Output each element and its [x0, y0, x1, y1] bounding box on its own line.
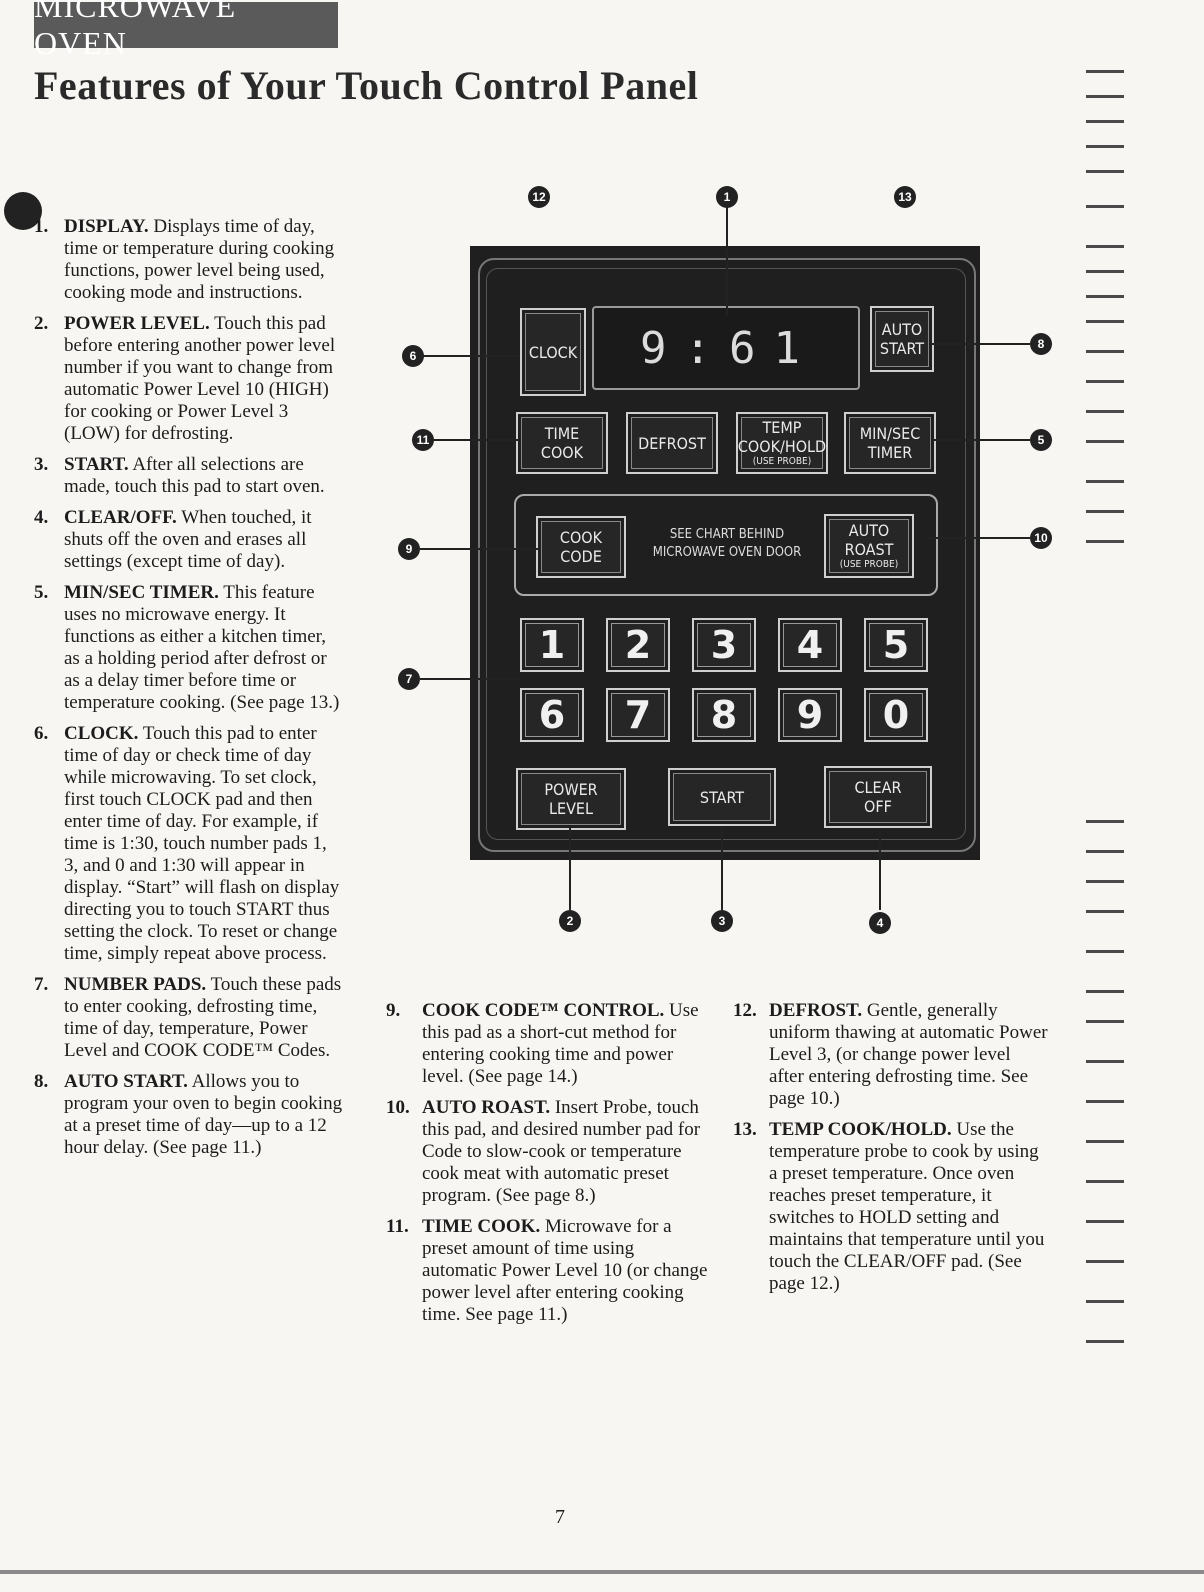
number-key-7: 7 — [606, 688, 670, 742]
display-window: 9:61 — [592, 306, 860, 390]
callout-12: 12 — [528, 186, 550, 208]
feature-item: 10.AUTO ROAST. Insert Probe, touch this … — [386, 1097, 701, 1206]
callout-6: 6 — [402, 345, 424, 367]
callout-2: 2 — [559, 910, 581, 932]
callout-3: 3 — [711, 910, 733, 932]
callout-11: 11 — [412, 429, 434, 451]
callout-4: 4 — [869, 912, 891, 934]
callout-7: 7 — [398, 668, 420, 690]
feature-item: 3.START. After all selections are made, … — [34, 454, 325, 497]
feature-item: 9.COOK CODE™ CONTROL. Use this pad as a … — [386, 1000, 699, 1087]
number-key-6: 6 — [520, 688, 584, 742]
callout-10: 10 — [1030, 527, 1052, 549]
feature-list-left: 1.DISPLAY. Displays time of day, time or… — [34, 216, 344, 1168]
feature-item: 4.CLEAR/OFF. When touched, it shuts off … — [34, 507, 312, 572]
feature-item: 5.MIN/SEC TIMER. This feature uses no mi… — [34, 582, 340, 713]
callout-8: 8 — [1030, 333, 1052, 355]
callout-13: 13 — [894, 186, 916, 208]
feature-list-right: 12.DEFROST. Gentle, generally uniform th… — [733, 1000, 1049, 1304]
feature-item: 7.NUMBER PADS. Touch these pads to enter… — [34, 974, 342, 1061]
feature-item: 6.CLOCK. Touch this pad to enter time of… — [34, 723, 340, 964]
number-key-0: 0 — [864, 688, 928, 742]
number-key-8: 8 — [692, 688, 756, 742]
feature-item: 1.DISPLAY. Displays time of day, time or… — [34, 216, 335, 303]
number-key-9: 9 — [778, 688, 842, 742]
number-key-3: 3 — [692, 618, 756, 672]
defrost-key: DEFROST — [626, 412, 718, 474]
feature-item: 12.DEFROST. Gentle, generally uniform th… — [733, 1000, 1048, 1109]
number-key-1: 1 — [520, 618, 584, 672]
callout-9: 9 — [398, 538, 420, 560]
page-title: Features of Your Touch Control Panel — [34, 63, 699, 108]
cook-code-area — [514, 494, 938, 596]
clock-key: CLOCK — [520, 308, 586, 396]
callout-bullet-icon — [4, 192, 42, 230]
number-key-2: 2 — [606, 618, 670, 672]
feature-item: 2.POWER LEVEL. Touch this pad before ent… — [34, 313, 336, 444]
start-key: START — [668, 768, 776, 826]
section-tag: MICROWAVE OVEN — [34, 0, 338, 61]
callout-5: 5 — [1030, 429, 1052, 451]
page-number: 7 — [555, 1506, 565, 1528]
feature-item: 13.TEMP COOK/HOLD. Use the temperature p… — [733, 1119, 1045, 1294]
feature-list-middle: 9.COOK CODE™ CONTROL. Use this pad as a … — [386, 1000, 708, 1335]
bottom-scan-strip — [0, 1570, 1204, 1574]
number-key-4: 4 — [778, 618, 842, 672]
feature-item: 11.TIME COOK. Microwave for a preset amo… — [386, 1216, 708, 1325]
feature-item: 8.AUTO START. Allows you to program your… — [34, 1071, 343, 1158]
callout-1: 1 — [716, 186, 738, 208]
number-key-5: 5 — [864, 618, 928, 672]
